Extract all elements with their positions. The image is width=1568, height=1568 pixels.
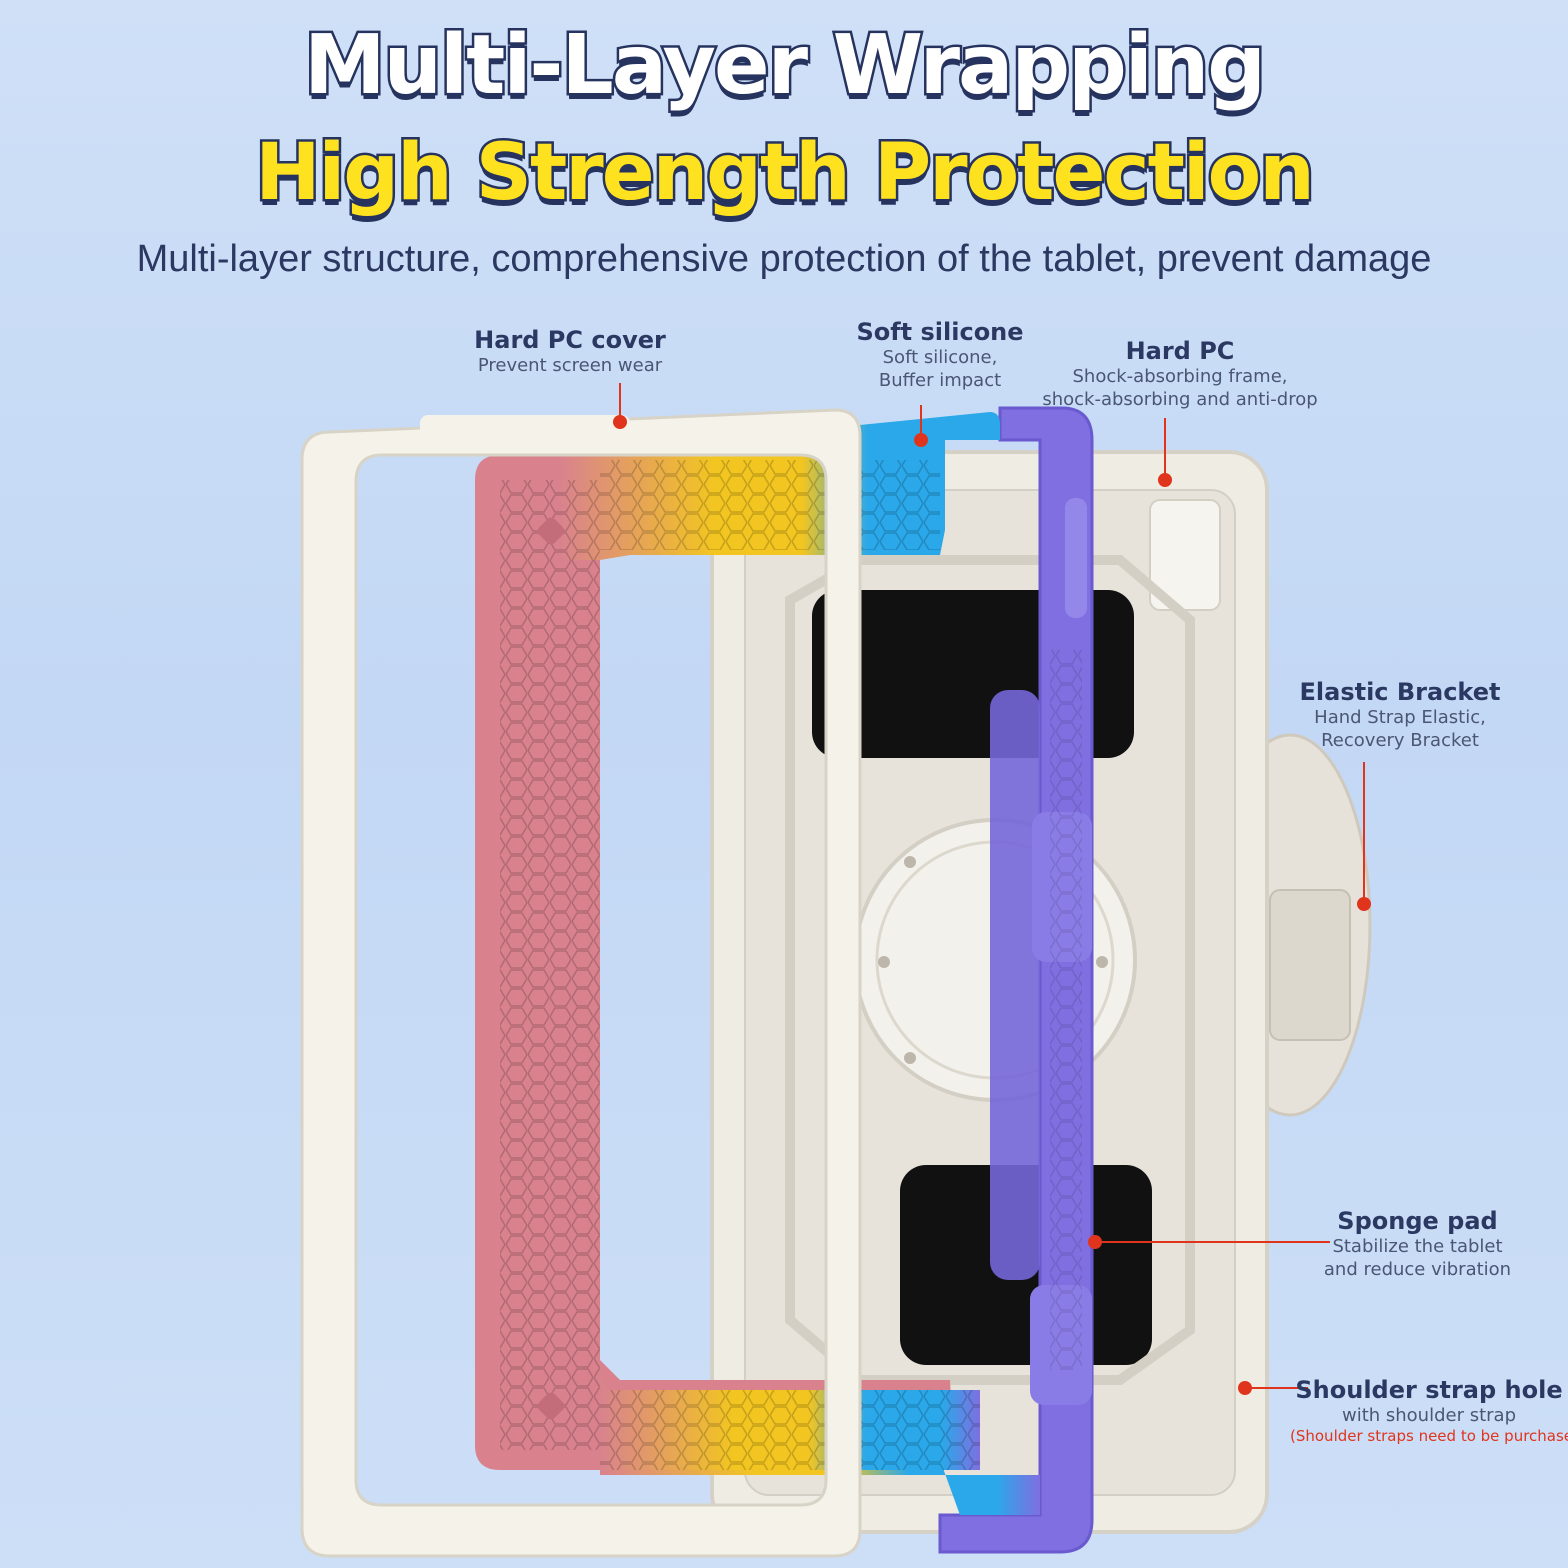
- callout-note: (Shoulder straps need to be purchased: [1290, 1427, 1568, 1445]
- callout-desc: Recovery Bracket: [1321, 730, 1479, 751]
- callout-desc: and reduce vibration: [1323, 1259, 1512, 1280]
- callout-desc: with shoulder strap: [1341, 1405, 1517, 1426]
- page-title: Multi-Layer Wrapping: [302, 16, 1269, 116]
- hard-pc-back-shell: [710, 450, 1269, 1534]
- leader-dot-icon: [613, 415, 1371, 1395]
- callout-elastic-bracket: Elastic Bracket Hand Strap Elastic, Reco…: [1290, 678, 1510, 752]
- hard-pc-cover-frame: [300, 408, 862, 1558]
- soft-silicone-right-rail: [938, 406, 1094, 1554]
- callout-desc: Buffer impact: [878, 370, 1002, 391]
- callout-desc: Stabilize the tablet: [1332, 1236, 1503, 1257]
- callout-shoulder-strap-hole: Shoulder strap hole with shoulder strap …: [1290, 1376, 1568, 1445]
- callout-desc: Soft silicone,: [882, 347, 998, 368]
- callout-title: Hard PC cover: [474, 326, 666, 354]
- callout-hard-pc: Hard PC Shock-absorbing frame, shock-abs…: [1040, 337, 1320, 411]
- callout-desc: Hand Strap Elastic,: [1314, 707, 1486, 728]
- callout-desc: Prevent screen wear: [477, 355, 663, 376]
- callout-title: Sponge pad: [1337, 1207, 1498, 1235]
- callout-title: Shoulder strap hole: [1295, 1376, 1563, 1404]
- callout-hard-pc-cover: Hard PC cover Prevent screen wear: [450, 326, 690, 377]
- volume-button-icon: [1065, 498, 1087, 618]
- callout-sponge-pad: Sponge pad Stabilize the tablet and redu…: [1305, 1207, 1530, 1281]
- page-description: Multi-layer structure, comprehensive pro…: [136, 238, 1432, 280]
- callout-title: Soft silicone: [856, 318, 1024, 346]
- callout-desc: shock-absorbing and anti-drop: [1042, 389, 1318, 410]
- screw-icon: [878, 856, 1108, 1064]
- callout-title: Hard PC: [1125, 337, 1235, 365]
- page-subtitle-banner: High Strength Protection: [253, 126, 1317, 221]
- soft-silicone-frame: [475, 412, 1040, 1515]
- callout-desc: Shock-absorbing frame,: [1072, 366, 1288, 387]
- callout-title: Elastic Bracket: [1299, 678, 1501, 706]
- callout-soft-silicone: Soft silicone Soft silicone, Buffer impa…: [835, 318, 1045, 392]
- callout-leaders: [619, 383, 1365, 1389]
